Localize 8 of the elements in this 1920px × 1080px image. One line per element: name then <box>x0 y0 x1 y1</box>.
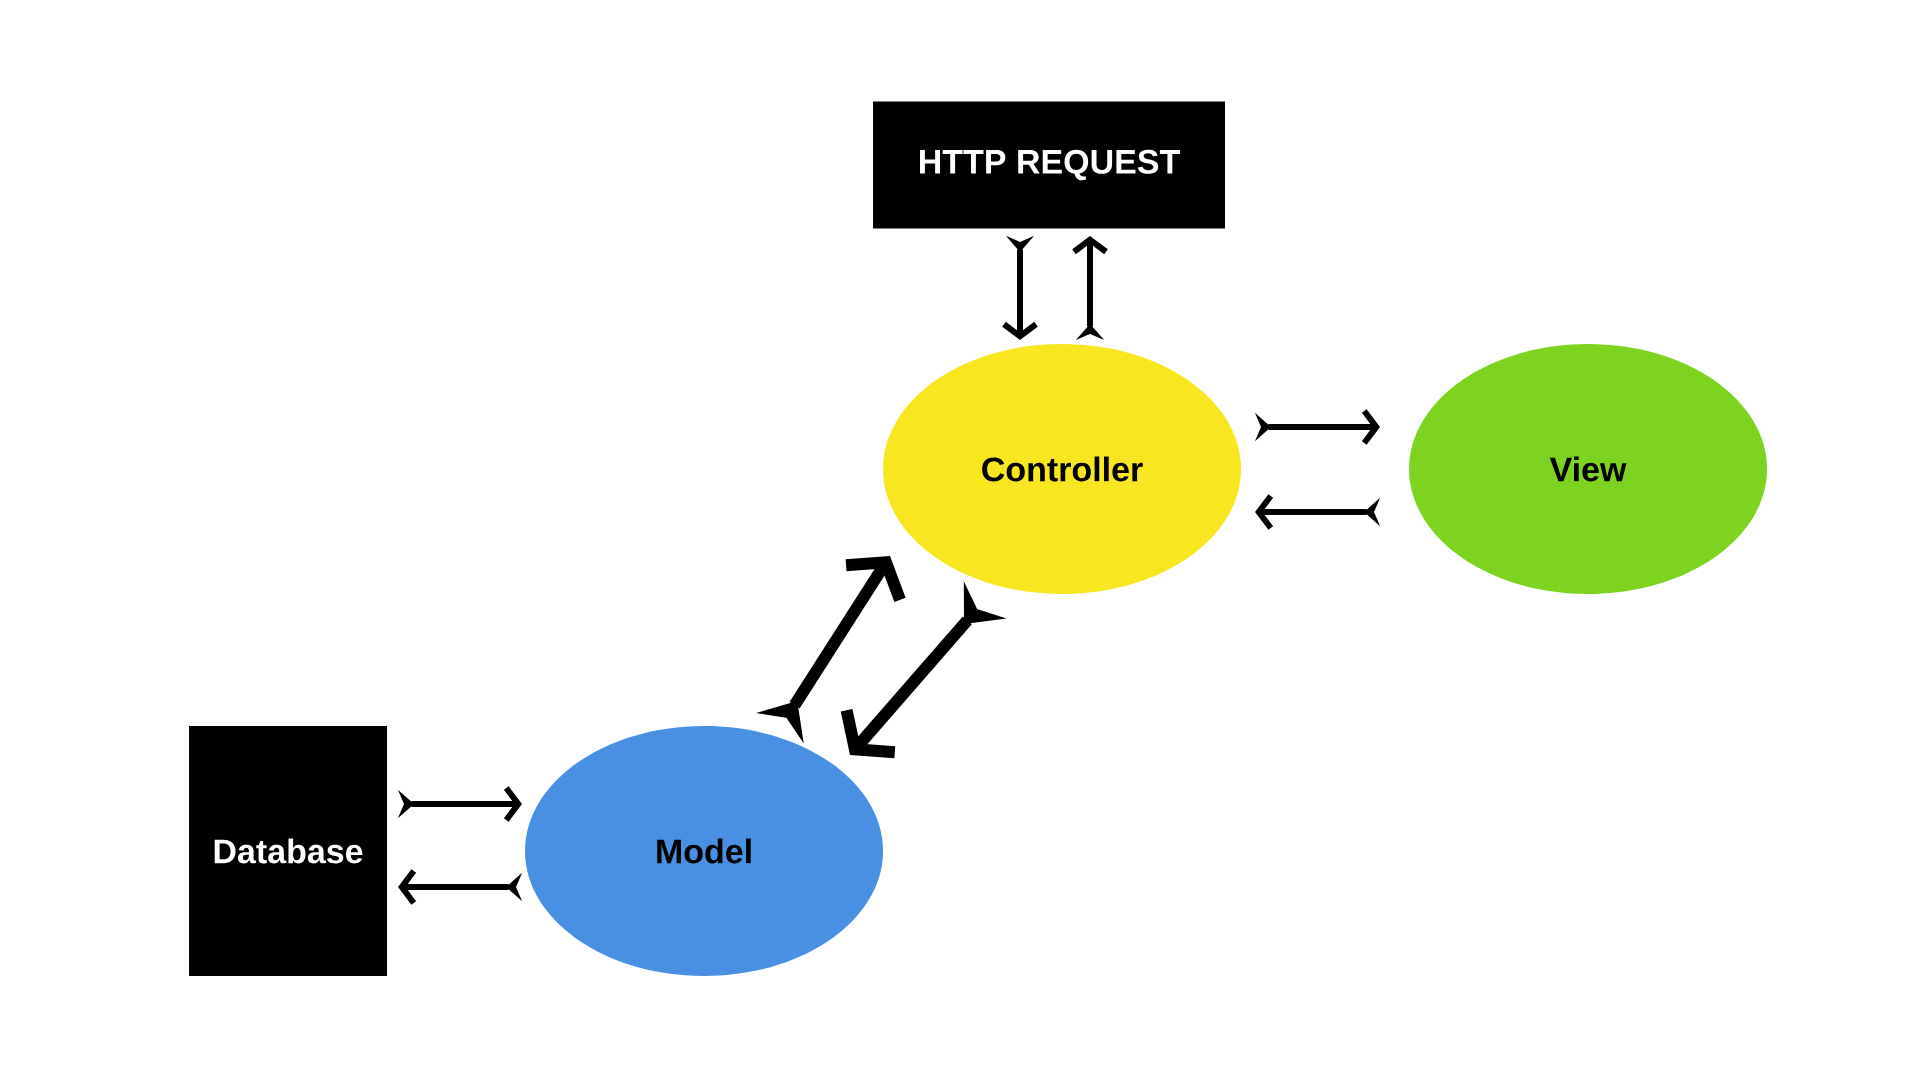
arrow <box>1254 409 1381 445</box>
arrow <box>1002 235 1038 340</box>
request-box: HTTP REQUEST <box>873 101 1225 229</box>
database-box: Database <box>189 726 387 976</box>
arrow <box>1072 236 1108 341</box>
arrow <box>397 786 522 822</box>
arrow <box>398 869 523 905</box>
arrow <box>1255 494 1381 530</box>
